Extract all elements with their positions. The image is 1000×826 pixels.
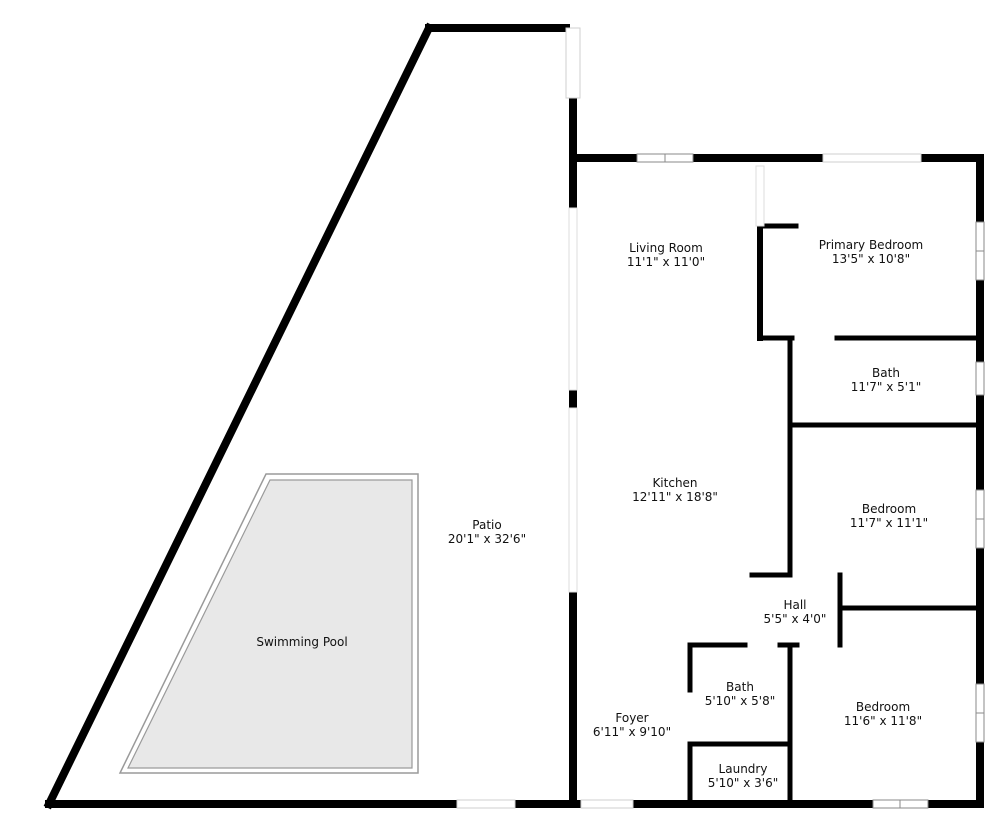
- room-name-patio: Patio: [472, 518, 501, 532]
- room-dims-bedroom-mid: 11'7" x 11'1": [850, 516, 928, 530]
- swimming-pool: [118, 473, 419, 774]
- room-name-laundry: Laundry: [719, 762, 768, 776]
- room-name-foyer: Foyer: [615, 711, 648, 725]
- room-labels: Patio 20'1" x 32'6" Swimming Pool Living…: [256, 238, 928, 790]
- room-name-bath-lower: Bath: [726, 680, 754, 694]
- room-name-hall: Hall: [783, 598, 806, 612]
- room-name-bath-upper: Bath: [872, 366, 900, 380]
- window: [822, 153, 922, 163]
- pool-label: Swimming Pool: [256, 635, 347, 649]
- room-dims-laundry: 5'10" x 3'6": [708, 776, 779, 790]
- window: [456, 799, 516, 809]
- room-dims-patio: 20'1" x 32'6": [448, 532, 526, 546]
- room-name-primary-bedroom: Primary Bedroom: [819, 238, 923, 252]
- opening: [580, 799, 634, 809]
- room-name-kitchen: Kitchen: [652, 476, 697, 490]
- window: [565, 27, 581, 99]
- room-dims-primary-bedroom: 13'5" x 10'8": [832, 252, 910, 266]
- room-dims-hall: 5'5" x 4'0": [764, 612, 827, 626]
- opening: [568, 407, 578, 593]
- walls: [43, 22, 984, 810]
- room-dims-living-room: 11'1" x 11'0": [627, 255, 705, 269]
- window: [975, 361, 985, 396]
- room-dims-bath-lower: 5'10" x 5'8": [705, 694, 776, 708]
- room-dims-bath-upper: 11'7" x 5'1": [851, 380, 922, 394]
- opening: [568, 207, 578, 391]
- room-dims-kitchen: 12'11" x 18'8": [632, 490, 718, 504]
- room-dims-bedroom-lower: 11'6" x 11'8": [844, 714, 922, 728]
- room-name-bedroom-mid: Bedroom: [862, 502, 916, 516]
- opening: [755, 165, 765, 227]
- room-dims-foyer: 6'11" x 9'10": [593, 725, 671, 739]
- room-name-bedroom-lower: Bedroom: [856, 700, 910, 714]
- room-name-living-room: Living Room: [629, 241, 703, 255]
- patio-diagonal-wall: [43, 22, 435, 810]
- windows: [456, 27, 985, 809]
